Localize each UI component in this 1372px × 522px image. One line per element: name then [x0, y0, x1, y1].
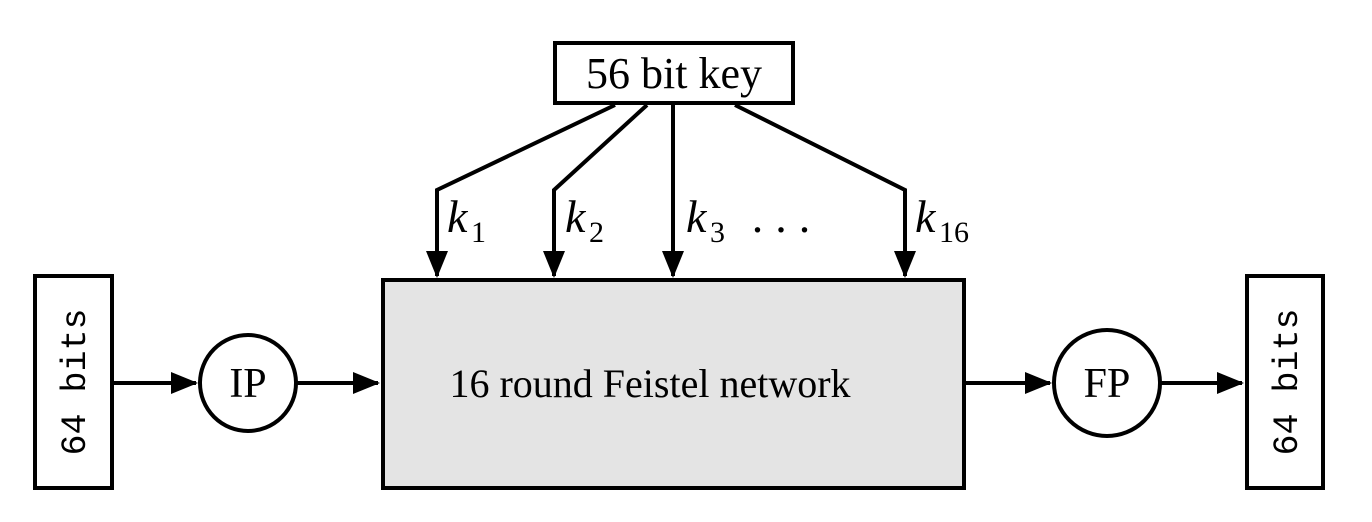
key-box-label: 56 bit key	[586, 49, 762, 98]
subkey-sub-k3: 3	[710, 216, 725, 249]
subkey-sub-k2: 2	[589, 216, 604, 249]
input-bits-label: 64 bits	[56, 308, 96, 455]
output-bits-label: 64 bits	[1268, 308, 1308, 455]
fp-node	[1052, 328, 1162, 438]
subkey-label-k1: k	[447, 191, 469, 242]
subkey-label-k2: k	[565, 191, 587, 242]
subkey-arrow-k1	[426, 103, 616, 278]
ellipsis-label: ...	[752, 191, 823, 242]
fp-node-label: FP	[1084, 361, 1131, 407]
subkey-sub-k1: 1	[471, 216, 486, 249]
output-bits-box	[1245, 274, 1325, 490]
subkey-label-k3: k	[686, 191, 708, 242]
key-box	[553, 41, 795, 105]
ip-node-label: IP	[229, 361, 266, 407]
ip-node	[198, 333, 298, 433]
subkey-label-k16: k	[915, 191, 937, 242]
subkey-sub-k16: 16	[939, 216, 969, 249]
subkey-arrow-k2	[543, 103, 649, 278]
feistel-label: 16 round Feistel network	[449, 361, 850, 406]
feistel-box	[381, 278, 966, 490]
input-bits-box	[33, 274, 114, 490]
subkey-arrow-k16	[734, 103, 916, 278]
